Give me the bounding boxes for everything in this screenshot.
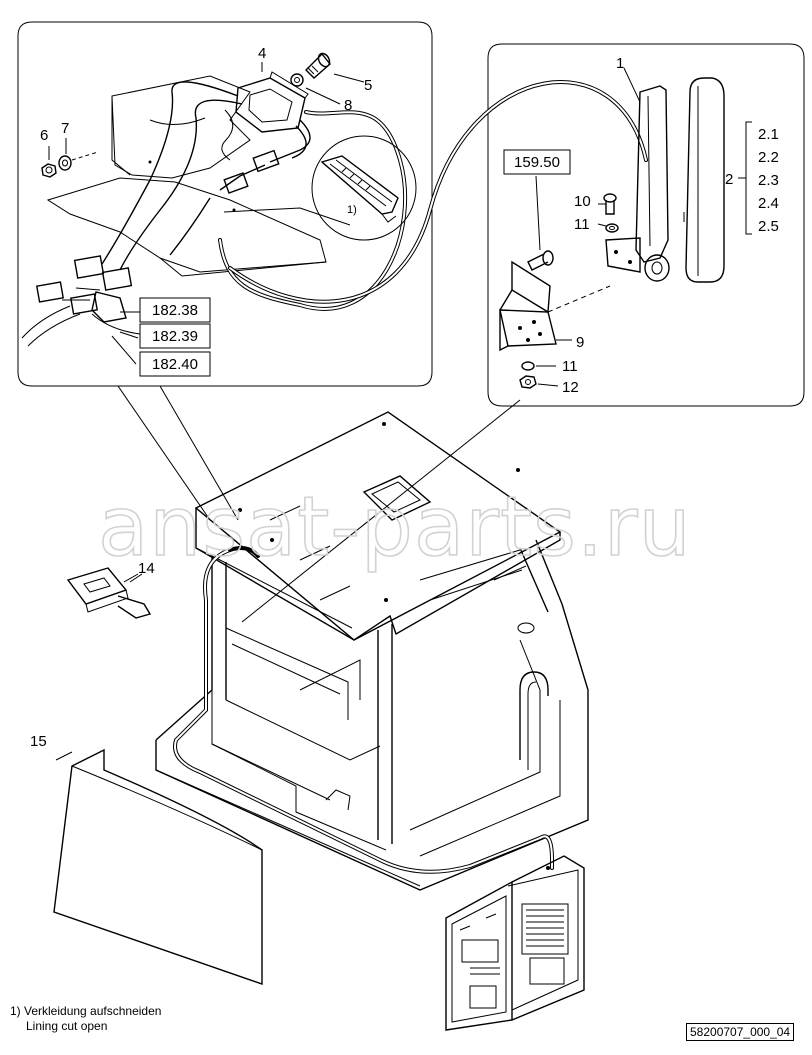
variant-2-2: 2.2 xyxy=(758,149,779,166)
svg-text:159.50: 159.50 xyxy=(514,154,560,171)
callout-9: 9 xyxy=(576,334,584,351)
cover-panel-15 xyxy=(53,748,263,985)
electrical-box xyxy=(445,855,585,1031)
main-cable-loop xyxy=(228,80,648,304)
footnote-line-1: 1) Verkleidung aufschneiden xyxy=(10,1004,162,1018)
variant-2-5: 2.5 xyxy=(758,218,779,235)
watermark: ansat-parts.ru xyxy=(98,480,692,575)
callout-note-1: 1) xyxy=(347,204,357,216)
callout-2: 2 xyxy=(725,171,733,188)
ref-box-18240: 182.40 xyxy=(139,351,211,377)
leaders-10-11 xyxy=(597,203,607,227)
bracket-9 xyxy=(499,260,611,352)
callout-10: 10 xyxy=(574,193,591,210)
variant-2-4: 2.4 xyxy=(758,195,779,212)
callout-6: 6 xyxy=(40,127,48,144)
screw-10 xyxy=(603,193,617,215)
screw-5 xyxy=(305,52,331,79)
washer-7 xyxy=(58,155,72,171)
lining-panel xyxy=(46,75,327,277)
detail-panel-right xyxy=(487,43,805,407)
ref-box-18238: 182.38 xyxy=(139,297,211,323)
callout-1: 1 xyxy=(616,55,624,72)
bolt-15950 xyxy=(527,175,554,271)
arm-assembly-1 xyxy=(605,85,670,282)
svg-text:182.39: 182.39 xyxy=(152,328,198,345)
leader-1 xyxy=(623,67,641,103)
left-detail-leaders xyxy=(48,62,365,365)
variant-2-3: 2.3 xyxy=(758,172,779,189)
cab-frame xyxy=(155,411,589,891)
callout-5: 5 xyxy=(364,77,372,94)
variant-bracket xyxy=(745,121,752,235)
detail-cables xyxy=(101,81,408,311)
nut-12 xyxy=(519,375,537,389)
washer-11-lower xyxy=(521,361,535,371)
callout-12: 12 xyxy=(562,379,579,396)
callout-4: 4 xyxy=(258,45,266,62)
callout-11-lower: 11 xyxy=(562,358,578,375)
detail-panel-left xyxy=(17,21,433,387)
cab-cable xyxy=(173,546,554,874)
ref-box-18239: 182.39 xyxy=(139,323,211,349)
variant-2-1: 2.1 xyxy=(758,126,779,143)
callout-11-upper: 11 xyxy=(574,216,590,233)
callout-15: 15 xyxy=(30,733,47,750)
display-panel-2 xyxy=(683,77,725,283)
washer-11-upper xyxy=(605,223,619,233)
callout-8: 8 xyxy=(344,97,352,114)
document-id: 58200707_000_04 xyxy=(686,1023,795,1041)
footnote: 1) Verkleidung aufschneiden Lining cut o… xyxy=(10,1004,161,1034)
ref-box-15950: 159.50 xyxy=(503,149,571,175)
washer-8 xyxy=(290,73,304,87)
footnote-line-2: Lining cut open xyxy=(26,1019,108,1033)
callout-7: 7 xyxy=(61,120,69,137)
connector-group xyxy=(21,255,141,347)
leaders-11-12 xyxy=(536,365,559,387)
assembly-axis-7 xyxy=(71,151,99,161)
svg-text:182.38: 182.38 xyxy=(152,302,198,319)
svg-text:182.40: 182.40 xyxy=(152,356,198,373)
cutter-detail-circle xyxy=(223,135,417,241)
callout-14: 14 xyxy=(138,560,155,577)
key-14 xyxy=(66,567,152,619)
nut-6 xyxy=(41,163,57,178)
control-unit-4 xyxy=(235,71,309,133)
leader-14 xyxy=(129,573,143,583)
detail-left-pointer xyxy=(117,385,239,521)
